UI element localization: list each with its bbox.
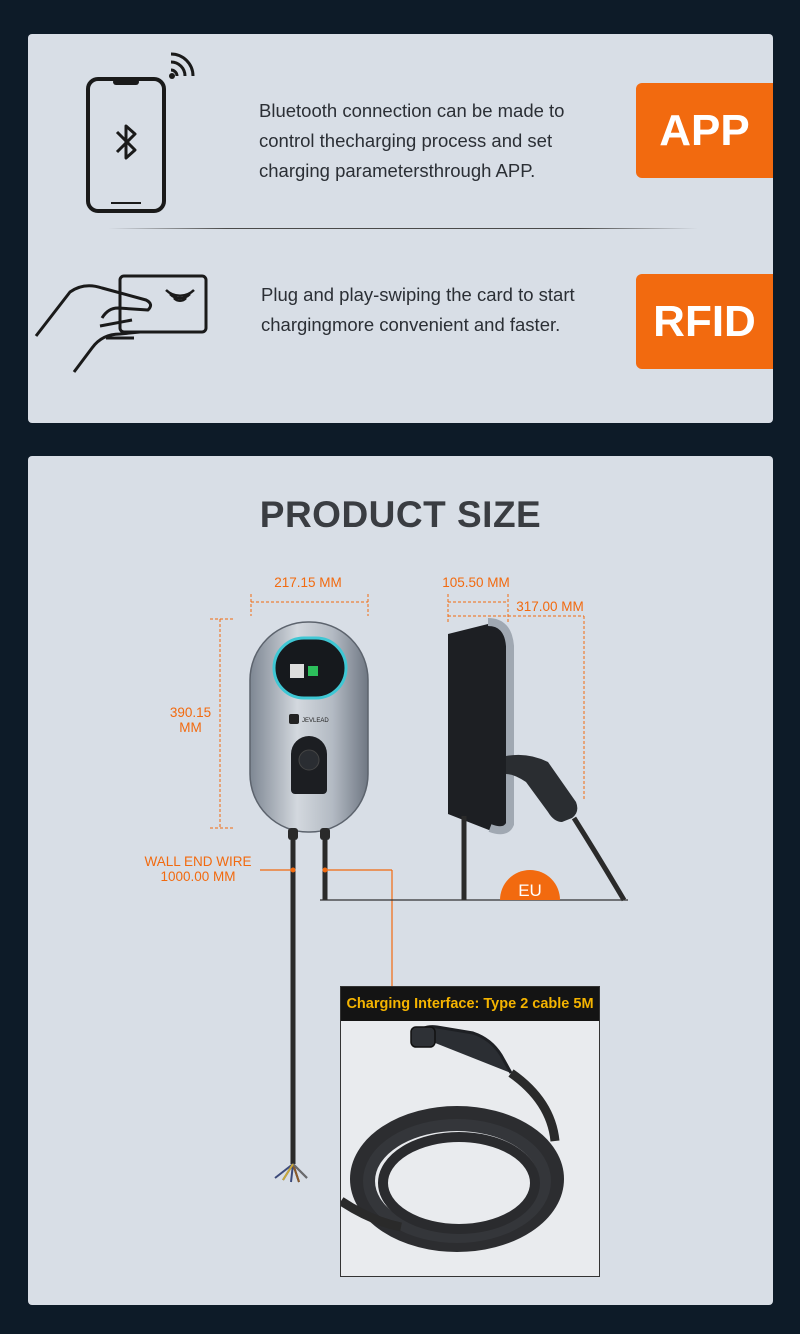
width-dimension-label: 217.15 MM <box>274 575 342 590</box>
rfid-badge: RFID <box>636 274 773 369</box>
smartphone-bluetooth-icon <box>86 52 195 213</box>
wall-wire-length: 1000.00 MM <box>160 869 236 884</box>
features-panel: Bluetooth connection can be made to cont… <box>28 34 773 423</box>
app-description: Bluetooth connection can be made to cont… <box>259 96 564 186</box>
product-size-panel: PRODUCT SIZE 217.15 MM 105.50 MM 317.00 … <box>28 456 773 1305</box>
wall-wire-label: WALL END WIRE 1000.00 MM <box>138 854 258 884</box>
coiled-cable-image <box>341 1025 564 1252</box>
app-description-line: charging parametersthrough APP. <box>259 160 536 181</box>
charging-interface-box: Charging Interface: Type 2 cable 5M <box>340 986 600 1277</box>
app-badge: APP <box>636 83 773 178</box>
rfid-description-line: Plug and play-swiping the card to start <box>261 284 575 305</box>
app-description-line: control thecharging process and set <box>259 130 553 151</box>
wall-wire-title: WALL END WIRE <box>144 854 252 869</box>
rfid-description: Plug and play-swiping the card to start … <box>261 280 575 340</box>
rfid-description-line: chargingmore convenient and faster. <box>261 314 561 335</box>
app-description-line: Bluetooth connection can be made to <box>259 100 565 121</box>
brand-text: JEVLEAD <box>302 718 329 724</box>
rfid-card-hand-icon <box>34 274 208 373</box>
height-unit: MM <box>179 720 202 735</box>
height-value: 390.15 <box>169 705 212 720</box>
feature-divider <box>108 228 698 229</box>
depth-total-dimension-label: 317.00 MM <box>516 599 584 614</box>
height-dimension-label: 390.15 MM <box>158 705 223 735</box>
region-badge-text: EU <box>518 881 542 900</box>
depth-dimension-label: 105.50 MM <box>442 575 510 590</box>
charger-dimension-drawing: JEVLEAD EU <box>210 594 628 1183</box>
charging-interface-label: Charging Interface: Type 2 cable 5M <box>341 987 599 1021</box>
product-size-title: PRODUCT SIZE <box>259 494 542 535</box>
